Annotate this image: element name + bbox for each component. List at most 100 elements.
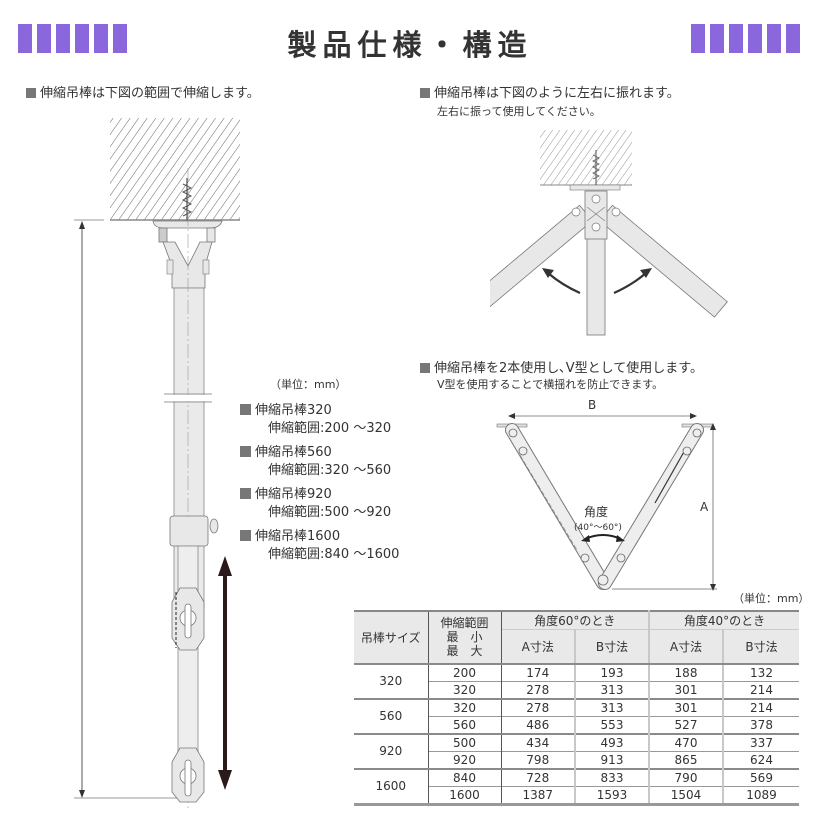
range-cell: 320 xyxy=(428,697,502,716)
value-cell: 728 xyxy=(501,767,576,786)
value-cell: 301 xyxy=(649,680,724,699)
spec-unit-label: （単位：mm） xyxy=(270,378,347,391)
size-cell: 560 xyxy=(354,697,429,734)
dimension-table: 吊棒サイズ 伸縮範囲 最 小 最 大 角度60°のとき 角度40°のとき A寸法… xyxy=(354,610,799,806)
value-cell: 378 xyxy=(723,715,799,734)
accent-bar xyxy=(56,24,70,53)
accent-bar xyxy=(786,24,800,53)
bullet-square-icon xyxy=(420,363,430,373)
right-accent-bars xyxy=(691,24,800,53)
value-cell: 214 xyxy=(723,680,799,699)
range-cell: 1600 xyxy=(428,785,502,806)
col-header-angle60: 角度60°のとき xyxy=(501,611,650,630)
angle-label: 角度 xyxy=(584,505,609,519)
bullet-square-icon xyxy=(240,530,251,541)
value-cell: 434 xyxy=(501,732,576,751)
spec-name: 伸縮吊棒1600 xyxy=(255,529,341,544)
heading-text: 伸縮吊棒は下図のように左右に振れます。 xyxy=(434,86,680,101)
value-cell: 865 xyxy=(649,750,724,769)
col-header-angle40: 角度40°のとき xyxy=(649,611,799,630)
left-accent-bars xyxy=(18,24,127,53)
accent-bar xyxy=(691,24,705,53)
spec-name: 伸縮吊棒320 xyxy=(255,403,332,418)
bullet-square-icon xyxy=(420,88,430,98)
bullet-square-icon xyxy=(240,404,251,415)
value-cell: 214 xyxy=(723,697,799,716)
range-cell: 840 xyxy=(428,767,502,786)
spec-range: 伸縮範囲:840 ～1600 xyxy=(268,547,400,562)
value-cell: 493 xyxy=(575,732,650,751)
range-cell: 200 xyxy=(428,662,502,681)
spec-range: 伸縮範囲:320 ～560 xyxy=(268,463,392,478)
accent-bar xyxy=(748,24,762,53)
range-cell: 500 xyxy=(428,732,502,751)
value-cell: 527 xyxy=(649,715,724,734)
size-cell: 920 xyxy=(354,732,429,769)
heading-text: 伸縮吊棒は下図の範囲で伸縮します。 xyxy=(40,86,260,101)
value-cell: 174 xyxy=(501,662,576,681)
table-unit-label: （単位：mm） xyxy=(733,592,810,605)
table-row: 1600 1387 1593 1504 1089 xyxy=(354,785,799,806)
value-cell: 913 xyxy=(575,750,650,769)
value-cell: 553 xyxy=(575,715,650,734)
col-header-b40: B寸法 xyxy=(723,629,799,665)
spec-range: 伸縮範囲:500 ～920 xyxy=(268,505,392,520)
value-cell: 313 xyxy=(575,697,650,716)
accent-bar xyxy=(767,24,781,53)
spec-item: 伸縮吊棒560 伸縮範囲:320 ～560 xyxy=(240,444,399,480)
accent-bar xyxy=(94,24,108,53)
accent-bar xyxy=(37,24,51,53)
range-cell: 920 xyxy=(428,750,502,769)
table-row: 320 278 313 301 214 xyxy=(354,680,799,699)
angle-range: (40°～60°) xyxy=(574,523,622,533)
value-cell: 188 xyxy=(649,662,724,681)
extension-rod-diagram xyxy=(74,118,240,808)
spec-list: 伸縮吊棒320 伸縮範囲:200 ～320 伸縮吊棒560 伸縮範囲:320 ～… xyxy=(240,402,399,564)
table-row: 920 500 434 493 470 337 xyxy=(354,732,799,769)
value-cell: 470 xyxy=(649,732,724,751)
v-shape-heading: 伸縮吊棒を2本使用し､V型として使用します。 xyxy=(420,357,703,376)
spec-item: 伸縮吊棒320 伸縮範囲:200 ～320 xyxy=(240,402,399,438)
swing-subtext: 左右に振って使用してください。 xyxy=(437,105,601,118)
ceiling-hatch xyxy=(110,118,240,220)
table-row: 320 200 174 193 188 132 xyxy=(354,662,799,699)
value-cell: 569 xyxy=(723,767,799,786)
value-cell: 1504 xyxy=(649,785,724,806)
col-header-b60: B寸法 xyxy=(575,629,650,665)
value-cell: 193 xyxy=(575,662,650,681)
dimension-b-label: B xyxy=(588,398,597,412)
accent-bar xyxy=(75,24,89,53)
bullet-square-icon xyxy=(26,88,36,98)
accent-bar xyxy=(18,24,32,53)
table-row: 560 320 278 313 301 214 xyxy=(354,697,799,734)
accent-bar xyxy=(113,24,127,53)
min-label: 最 小 xyxy=(446,630,483,645)
swing-diagram xyxy=(490,130,728,336)
value-cell: 798 xyxy=(501,750,576,769)
size-cell: 1600 xyxy=(354,767,429,806)
table-row: 920 798 913 865 624 xyxy=(354,750,799,769)
value-cell: 313 xyxy=(575,680,650,699)
accent-bar xyxy=(710,24,724,53)
col-header-size: 吊棒サイズ xyxy=(354,611,429,664)
heading-text: 伸縮吊棒を2本使用し､V型として使用します。 xyxy=(434,361,703,376)
col-header-a60: A寸法 xyxy=(501,629,576,665)
value-cell: 833 xyxy=(575,767,650,786)
table-row: 560 486 553 527 378 xyxy=(354,715,799,734)
spec-range: 伸縮範囲:200 ～320 xyxy=(268,421,392,436)
v-shape-diagram xyxy=(496,413,717,591)
value-cell: 790 xyxy=(649,767,724,786)
max-label: 最 大 xyxy=(446,644,483,659)
bullet-square-icon xyxy=(240,446,251,457)
dimension-a-label: A xyxy=(700,500,709,514)
range-cell: 560 xyxy=(428,715,502,734)
swing-heading: 伸縮吊棒は下図のように左右に振れます。 xyxy=(420,82,680,101)
spec-name: 伸縮吊棒560 xyxy=(255,445,332,460)
range-cell: 320 xyxy=(428,680,502,699)
page-title: 製品仕様・構造 xyxy=(287,28,533,62)
accent-bar xyxy=(729,24,743,53)
col-header-range: 伸縮範囲 最 小 最 大 xyxy=(428,611,502,664)
value-cell: 624 xyxy=(723,750,799,769)
value-cell: 1089 xyxy=(723,785,799,806)
value-cell: 1387 xyxy=(501,785,576,806)
